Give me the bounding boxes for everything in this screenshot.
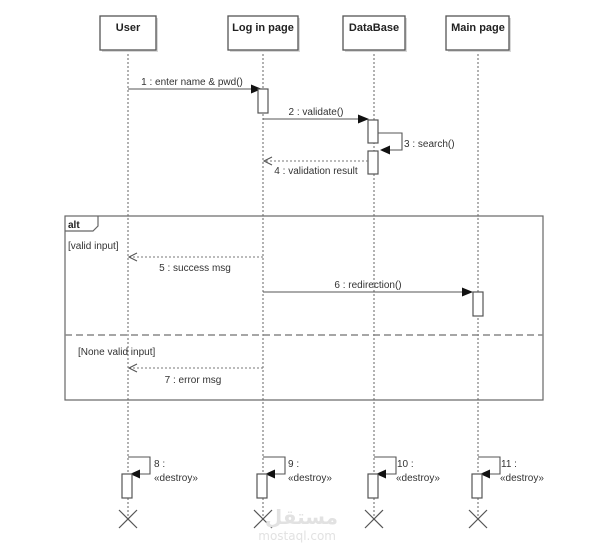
message-8-num: 8 : [154, 459, 165, 470]
activation-login-destroy [256, 473, 268, 499]
alt-fragment: alt [valid input] [None valid input] [64, 215, 544, 401]
participant-login-page[interactable]: Log in page [227, 15, 300, 52]
alt-tab [65, 216, 99, 232]
arrowhead-icon [130, 469, 140, 479]
message-8-label: «destroy» [154, 473, 198, 484]
message-6[interactable]: 6 : redirection() [263, 280, 473, 297]
message-10-label: «destroy» [396, 473, 440, 484]
message-2[interactable]: 2 : validate() [263, 107, 369, 124]
message-5-label: 5 : success msg [159, 263, 231, 274]
message-9-destroy[interactable]: 9 : «destroy» [263, 456, 332, 484]
open-arrowhead-icon [127, 363, 138, 373]
destroy-x-database [364, 509, 384, 529]
participant-database[interactable]: DataBase [342, 15, 407, 52]
message-6-label: 6 : redirection() [334, 280, 401, 291]
message-3[interactable]: 3 : search() [378, 132, 455, 155]
guard-valid-input: [valid input] [68, 241, 119, 252]
message-1[interactable]: 1 : enter name & pwd() [128, 77, 262, 94]
message-11-num: 11 : [501, 459, 517, 470]
message-3-label: 3 : search() [404, 139, 455, 150]
participant-user[interactable]: User [99, 15, 158, 52]
message-8-destroy[interactable]: 8 : «destroy» [128, 456, 198, 484]
participant-login-label: Log in page [232, 22, 294, 34]
activation-db-destroy [367, 473, 379, 499]
arrowhead-icon [462, 287, 473, 297]
message-10-destroy[interactable]: 10 : «destroy» [374, 456, 440, 484]
message-11-label: «destroy» [500, 473, 544, 484]
arrowhead-icon [380, 145, 390, 155]
alt-frame [64, 215, 544, 401]
message-1-label: 1 : enter name & pwd() [141, 77, 243, 88]
message-9-num: 9 : [288, 459, 299, 470]
message-4[interactable]: 4 : validation result [262, 156, 368, 177]
message-11-destroy[interactable]: 11 : «destroy» [478, 456, 544, 484]
message-5[interactable]: 5 : success msg [127, 252, 263, 274]
message-7[interactable]: 7 : error msg [127, 363, 263, 386]
destroy-x-user [118, 509, 138, 529]
arrowhead-icon [265, 469, 275, 479]
activation-login-1 [257, 88, 269, 114]
open-arrowhead-icon [262, 156, 273, 166]
arrowhead-icon [480, 469, 490, 479]
participant-main-page[interactable]: Main page [445, 15, 511, 52]
message-2-label: 2 : validate() [288, 107, 343, 118]
arrowhead-icon [358, 114, 369, 124]
watermark-latin: mostaql.com [258, 529, 336, 543]
participant-user-label: User [116, 22, 141, 34]
alt-operator: alt [68, 220, 80, 231]
participant-database-label: DataBase [349, 22, 399, 34]
guard-invalid-input: [None valid input] [78, 347, 155, 358]
activation-db-2 [367, 150, 379, 175]
message-4-label: 4 : validation result [274, 166, 358, 177]
activation-db-1 [367, 119, 379, 144]
arrowhead-icon [251, 84, 262, 94]
arrowhead-icon [376, 469, 386, 479]
open-arrowhead-icon [127, 252, 138, 262]
destroy-x-main [468, 509, 488, 529]
activation-main-1 [472, 291, 484, 317]
activation-user-destroy [121, 473, 133, 499]
message-9-label: «destroy» [288, 473, 332, 484]
watermark: مستقل mostaql.com [258, 505, 338, 543]
participant-main-label: Main page [451, 22, 505, 34]
message-10-num: 10 : [397, 459, 414, 470]
destroy-x-login [253, 509, 273, 529]
watermark-arabic: مستقل [265, 505, 338, 529]
activation-main-destroy [471, 473, 483, 499]
message-7-label: 7 : error msg [165, 375, 222, 386]
